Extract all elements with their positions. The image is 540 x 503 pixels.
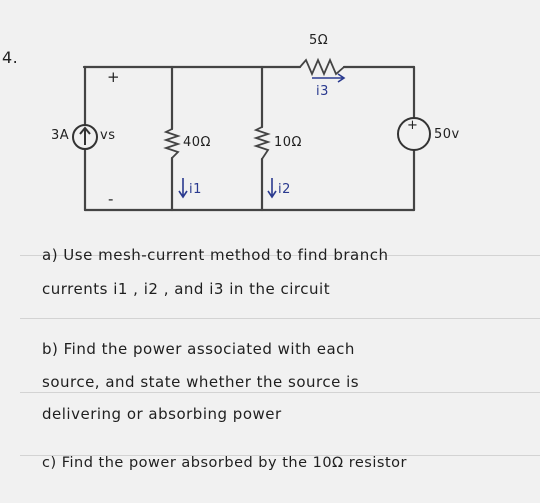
ruled-line [20,392,540,393]
i1-arrow-icon [178,178,188,199]
i2-arrow-icon [267,178,277,199]
label-plus-source: + [407,118,419,133]
problem-number: 4. [2,48,19,67]
label-plus-top: + [107,68,121,86]
current-source [72,124,98,150]
label-minus-bottom: - [108,190,114,208]
ruled-line [20,255,540,256]
ruled-line [20,318,540,319]
voltage-source [397,117,431,151]
resistor-40-ohm [163,128,181,159]
label-3a: 3A [51,128,70,143]
question-b-line2: source, and state whether the source is [42,373,360,391]
up-arrow-icon [79,126,91,145]
label-i2: i2 [278,182,291,197]
label-40-ohm: 40Ω [183,135,211,150]
question-a-line1: a) Use mesh-current method to find branc… [42,246,389,264]
label-i3: i3 [316,84,329,99]
label-5-ohm: 5Ω [309,33,329,48]
ruled-line [20,455,540,456]
i3-arrow-icon [312,73,346,83]
label-vs: vs [100,128,116,143]
resistor-5-ohm [299,57,345,77]
question-b-line3: delivering or absorbing power [42,405,282,423]
label-i1: i1 [189,182,202,197]
resistor-10-ohm [253,126,271,160]
label-50v: 50v [434,127,460,142]
question-b-line1: b) Find the power associated with each [42,340,355,358]
label-10-ohm: 10Ω [274,135,302,150]
circuit-diagram [72,57,431,212]
question-a-line2: currents i1 , i2 , and i3 in the circuit [42,280,331,298]
question-c: c) Find the power absorbed by the 10Ω re… [42,455,407,471]
